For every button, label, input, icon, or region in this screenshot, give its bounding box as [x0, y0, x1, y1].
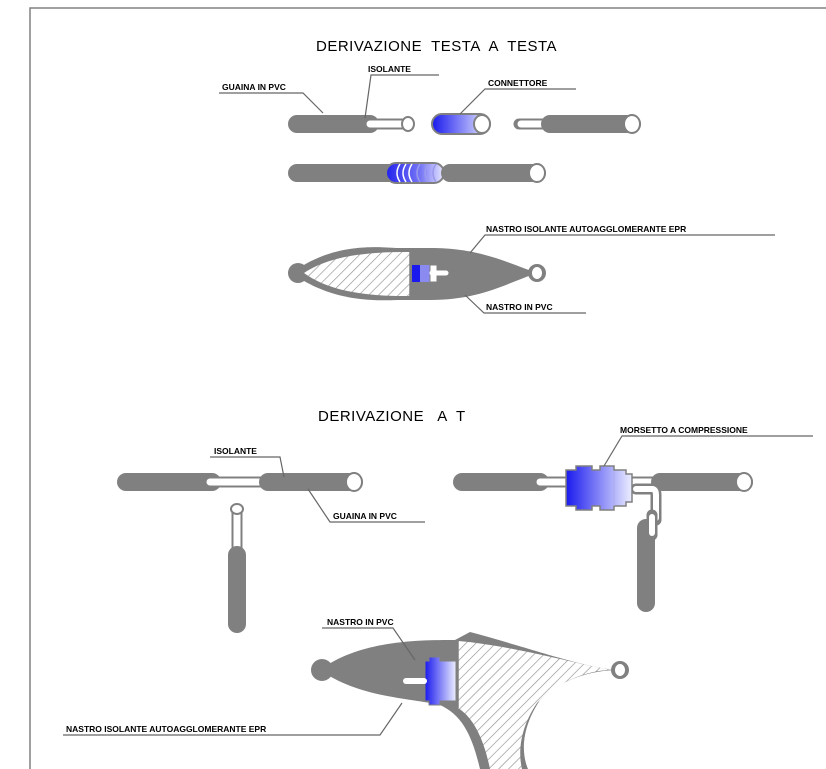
crimped-joint	[288, 162, 546, 184]
taped-joint	[288, 247, 546, 301]
compression-clamp	[565, 465, 633, 511]
taped-t-joint	[311, 632, 629, 769]
label-clamp: MORSETTO A COMPRESSIONE	[620, 425, 748, 435]
leader-epr-1	[469, 234, 775, 254]
connector-sleeve	[431, 113, 491, 135]
label-connector: CONNETTORE	[488, 78, 548, 88]
label-sheath-2: GUAINA IN PVC	[333, 511, 397, 521]
leader-sheath-1	[219, 92, 324, 114]
t-branch-right	[630, 483, 662, 612]
leader-epr-2	[63, 702, 403, 736]
leader-connector	[459, 88, 576, 115]
t-branch-left	[228, 503, 246, 633]
cable-left-stripped	[288, 115, 415, 133]
leader-pvc-1	[464, 294, 586, 314]
label-sheath-1: GUAINA IN PVC	[222, 82, 286, 92]
leader-insulation-2	[210, 456, 285, 478]
leader-insulation-1	[364, 74, 439, 119]
leader-sheath-2	[307, 488, 425, 523]
label-insulation-1: ISOLANTE	[368, 64, 411, 74]
drawing-frame	[29, 7, 826, 769]
label-insulation-2: ISOLANTE	[214, 446, 257, 456]
label-pvc-2: NASTRO IN PVC	[327, 617, 394, 627]
section-2-title: DERIVAZIONE A T	[318, 408, 466, 425]
leader-pvc-2	[322, 627, 416, 661]
section-1-title: DERIVAZIONE TESTA A TESTA	[316, 38, 557, 55]
label-epr-2: NASTRO ISOLANTE AUTOAGGLOMERANTE EPR	[66, 724, 266, 734]
cable-right-stripped	[513, 114, 641, 134]
t-cable-left	[117, 472, 363, 492]
leader-clamp	[603, 435, 813, 467]
label-pvc-1: NASTRO IN PVC	[486, 302, 553, 312]
label-epr-1: NASTRO ISOLANTE AUTOAGGLOMERANTE EPR	[486, 224, 686, 234]
